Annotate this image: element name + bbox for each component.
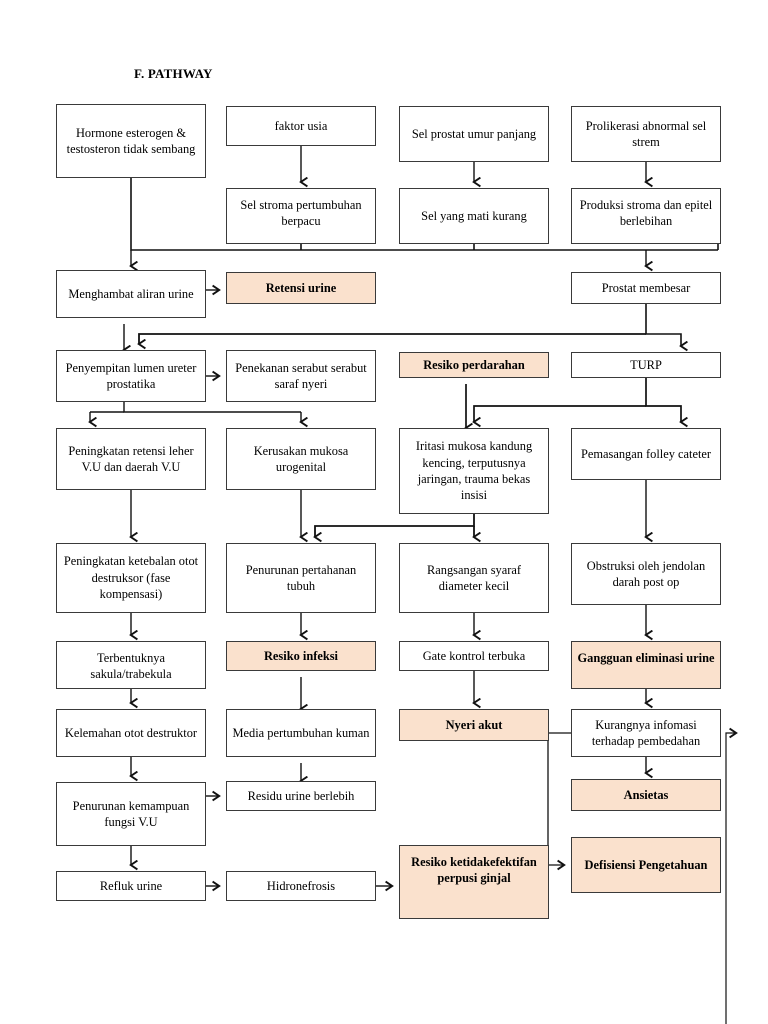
node-n21: Rangsangan syaraf diameter kecil [399,543,549,613]
node-n15: Peningkatan retensi leher V.U dan daerah… [56,428,206,490]
node-label: Penurunan pertahanan tubuh [245,562,357,593]
node-label: Ansietas [623,787,669,802]
edge-iritasi-to-penurunan-pertahanan [313,514,475,543]
node-label: Kurangnya infomasi terhadap pembedahan [591,717,701,748]
edge-turp-to-iritasi [472,405,646,428]
node-n28: Media pertumbuhan kuman [226,709,376,757]
node-label: Prostat membesar [601,280,691,295]
node-n10: Prostat membesar [571,272,721,304]
node-label: Resiko infeksi [263,648,338,663]
node-n27: Kelemahan otot destruktor [56,709,206,757]
node-label: Peningkatan ketebalan otot destruksor (f… [63,554,199,602]
node-label: Rangsangan syaraf diameter kecil [427,562,521,593]
node-label: Gangguan eliminasi urine [577,651,715,665]
node-label: Produksi stroma dan epitel berlebihan [579,198,713,229]
node-label: Residu urine berlebih [247,788,355,803]
node-n5: Sel stroma pertumbuhan berpacu [226,188,376,244]
node-label: Refluk urine [99,878,163,893]
node-n3: Sel prostat umur panjang [399,106,549,162]
node-label: Menghambat aliran urine [68,286,194,301]
edge-bus-to-penyempitan [137,333,646,350]
node-label: Resiko perdarahan [423,357,525,372]
node-label: Defisiensi Pengetahuan [584,857,708,872]
node-label: Hidronefrosis [266,878,336,893]
node-label: Nyeri akut [445,717,503,732]
node-n2: faktor usia [226,106,376,146]
node-n35: Hidronefrosis [226,871,376,901]
node-n16: Kerusakan mukosa urogenital [226,428,376,490]
node-n37: Defisiensi Pengetahuan [571,837,721,893]
node-n4: Prolikerasi abnormal sel strem [571,106,721,162]
node-label: Iritasi mukosa kandung kencing, terputus… [415,439,533,503]
node-n1: Hormone esterogen & testosteron tidak se… [56,104,206,178]
node-label: Retensi urine [265,280,337,295]
node-n6: Sel yang mati kurang [399,188,549,244]
node-n12: Penekanan serabut serabut saraf nyeri [226,350,376,402]
node-label: Kerusakan mukosa urogenital [253,443,349,474]
node-label: Peningkatan retensi leher V.U dan daerah… [68,443,194,474]
node-label: Kelemahan otot destruktor [64,725,198,740]
node-n32: Residu urine berlebih [226,781,376,811]
node-label: Media pertumbuhan kuman [232,725,370,740]
node-n11: Penyempitan lumen ureter prostatika [56,350,206,402]
page-title: F. PATHWAY [134,66,213,81]
node-label: Resiko ketidakefektifan perpusi ginjal [411,855,537,886]
node-n14: TURP [571,352,721,378]
node-n22: Obstruksi oleh jendolan darah post op [571,543,721,605]
node-label: Prolikerasi abnormal sel strem [585,118,707,149]
node-n29: Nyeri akut [399,709,549,741]
node-n7: Produksi stroma dan epitel berlebihan [571,188,721,244]
node-label: Pemasangan folley cateter [580,446,712,461]
node-label: Penekanan serabut serabut saraf nyeri [235,360,367,391]
node-n20: Penurunan pertahanan tubuh [226,543,376,613]
node-n13: Resiko perdarahan [399,352,549,378]
node-n24: Resiko infeksi [226,641,376,671]
node-label: Terbentuknya sakula/trabekula [90,651,172,682]
node-n25: Gate kontrol terbuka [399,641,549,671]
node-label: TURP [630,357,662,372]
node-n26: Gangguan eliminasi urine [571,641,721,689]
node-label: Sel stroma pertumbuhan berpacu [240,198,362,229]
edge-turp-to-kurangnya-infomasi [725,727,738,1024]
node-label: Obstruksi oleh jendolan darah post op [586,558,706,589]
edge-penyempitan-split [123,402,301,413]
edge-prostat-to-turp [645,304,688,352]
node-label: Sel prostat umur panjang [411,126,537,141]
node-label: Hormone esterogen & testosteron tidak se… [66,125,196,156]
node-n36: Resiko ketidakefektifan perpusi ginjal [399,845,549,919]
node-label: Gate kontrol terbuka [422,648,526,663]
node-n30: Kurangnya infomasi terhadap pembedahan [571,709,721,757]
node-n34: Refluk urine [56,871,206,901]
node-label: faktor usia [274,118,328,133]
node-n33: Ansietas [571,779,721,811]
node-label: Sel yang mati kurang [421,208,527,223]
node-n17: Iritasi mukosa kandung kencing, terputus… [399,428,549,514]
node-n31: Penurunan kemampuan fungsi V.U [56,782,206,846]
edge-turp-to-pemasangan [645,378,688,428]
node-n18: Pemasangan folley cateter [571,428,721,480]
node-n9: Retensi urine [226,272,376,304]
node-n23: Terbentuknya sakula/trabekula [56,641,206,689]
node-n8: Menghambat aliran urine [56,270,206,318]
node-label: Penurunan kemampuan fungsi V.U [72,798,190,829]
node-n19: Peningkatan ketebalan otot destruksor (f… [56,543,206,613]
edge-kurangnya-to-defisiensi [547,732,571,871]
node-label: Penyempitan lumen ureter prostatika [65,360,197,391]
